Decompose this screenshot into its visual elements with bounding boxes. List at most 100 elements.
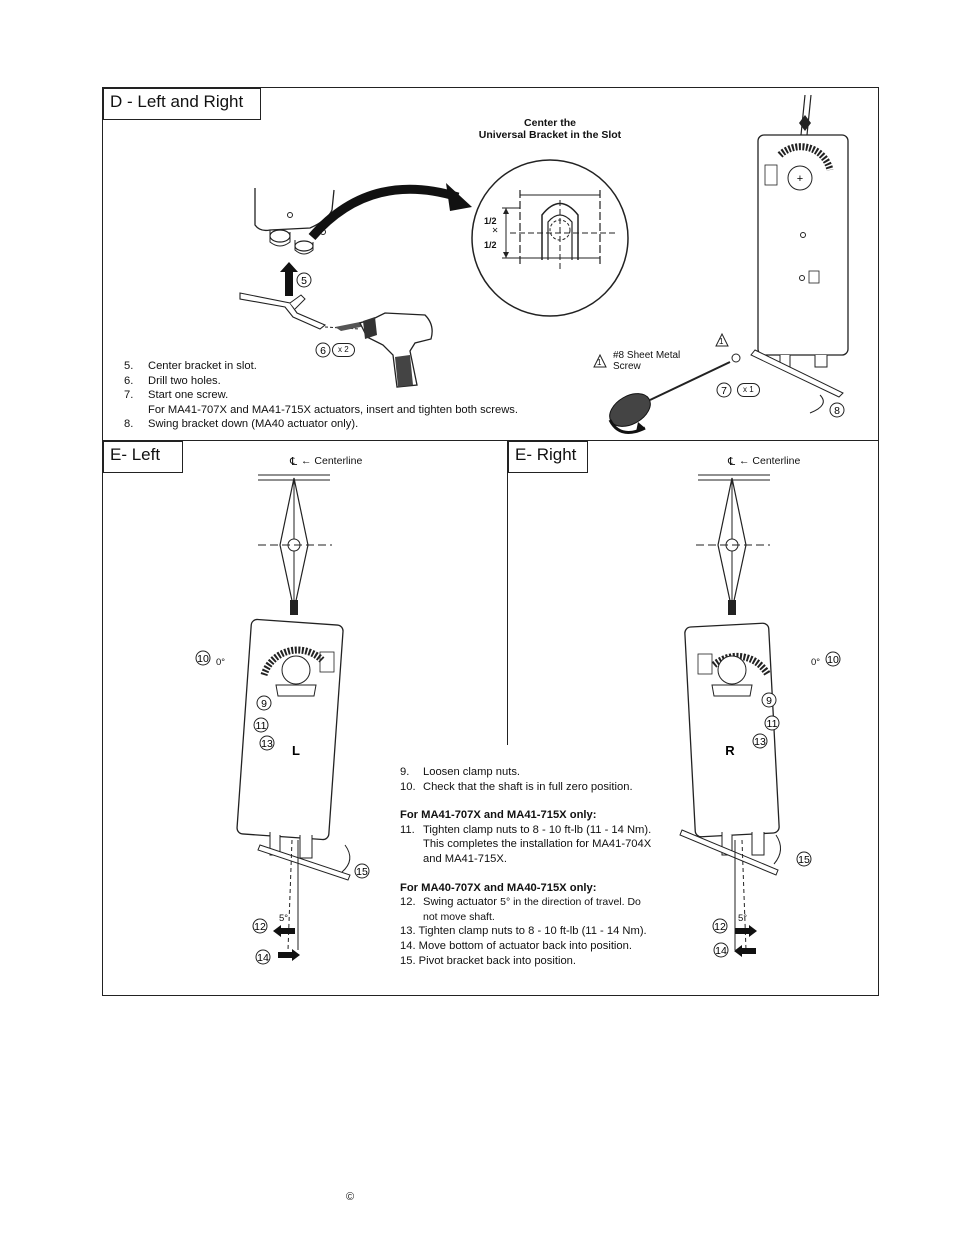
callout-8: 8 xyxy=(829,402,845,418)
screwdriver-illustration xyxy=(608,353,741,434)
callout-5: 5 xyxy=(296,272,312,288)
five-degree-right: 5° xyxy=(738,913,748,924)
triangle-note-icon xyxy=(593,353,607,368)
svg-text:6: 6 xyxy=(320,345,326,357)
svg-text:L: L xyxy=(292,743,300,758)
triangle-callout-number: 1 xyxy=(719,337,724,346)
step-d-8: 8.Swing bracket down (MA40 actuator only… xyxy=(124,418,359,431)
section-e-right-title: E- Right xyxy=(508,441,588,473)
half-top-label: 1/2 xyxy=(484,216,497,226)
step-e-14: 14. Move bottom of actuator back into po… xyxy=(400,939,632,952)
svg-text:9: 9 xyxy=(261,698,267,710)
screw-note-line-2: Screw xyxy=(613,361,641,372)
callout-left-15: 15 xyxy=(354,863,370,879)
half-bottom-label: 1/2 xyxy=(484,240,497,250)
svg-text:11: 11 xyxy=(767,718,778,730)
step-e-10: 10.Check that the shaft is in full zero … xyxy=(400,780,633,793)
svg-text:8: 8 xyxy=(834,405,840,417)
installation-frame xyxy=(102,87,879,996)
arrow-right-12 xyxy=(735,925,757,937)
cl-symbol-right: ℄ xyxy=(728,456,736,468)
centerline-label-right: ← Centerline xyxy=(739,455,801,467)
step-e-11-line2: This completes the installation for MA41… xyxy=(423,838,652,851)
curved-arrow-to-detail xyxy=(308,183,472,240)
step-d-6: 6.Drill two holes. xyxy=(124,374,221,387)
actuator-right-e: R xyxy=(679,474,781,951)
steps-e: 9.Loosen clamp nuts. 10.Check that the s… xyxy=(400,765,651,968)
callout-left-10: 10 xyxy=(195,650,211,666)
screw-note-line-1: #8 Sheet Metal xyxy=(613,350,681,361)
steps-d: 5.Center bracket in slot. 6.Drill two ho… xyxy=(124,359,518,432)
svg-text:9: 9 xyxy=(766,695,772,707)
step-e-12-line2: not move shaft. xyxy=(423,910,495,923)
callout-right-11: 11 xyxy=(764,715,780,731)
up-arrow xyxy=(280,262,298,296)
svg-text:12: 12 xyxy=(254,921,266,933)
times-two-badge: x 2 xyxy=(332,343,355,357)
svg-text:✕: ✕ xyxy=(491,227,500,234)
svg-text:14: 14 xyxy=(257,952,269,964)
section-divider-horizontal xyxy=(102,440,879,441)
svg-text:11: 11 xyxy=(256,720,267,732)
cl-symbol-left: ℄ xyxy=(290,456,298,468)
svg-text:7: 7 xyxy=(721,385,727,397)
actuator-right-d: + xyxy=(750,94,849,414)
svg-text:15: 15 xyxy=(356,866,368,878)
zero-degree-left: 0° xyxy=(216,657,226,668)
screw-note-number: 1 xyxy=(597,358,602,367)
copyright-symbol: © xyxy=(346,1191,355,1203)
svg-text:10: 10 xyxy=(197,653,209,665)
step-d-7-note: For MA41-707X and MA41-715X actuators, i… xyxy=(148,403,519,416)
svg-text:+: + xyxy=(797,173,803,185)
section-d-title: D - Left and Right xyxy=(103,88,261,120)
times-one-badge: x 1 xyxy=(737,383,760,397)
svg-text:13: 13 xyxy=(261,738,273,750)
step-e-9: 9.Loosen clamp nuts. xyxy=(400,766,521,778)
arrow-right-14 xyxy=(278,949,300,961)
bracket-slot-detail: ✕ xyxy=(471,159,629,317)
step-d-5: 5.Center bracket in slot. xyxy=(124,360,257,372)
step-e-12: 12.Swing actuator 5° in the direction of… xyxy=(400,896,641,909)
bracket-caption: Center the Universal Bracket in the Slot xyxy=(440,117,660,141)
centerline-label-left: ← Centerline xyxy=(301,455,363,467)
bracket-and-drill-illustration xyxy=(239,292,433,388)
caption-line-1: Center the xyxy=(524,117,576,129)
svg-text:10: 10 xyxy=(827,654,839,666)
svg-text:5: 5 xyxy=(301,275,307,287)
callout-6: 6 xyxy=(315,342,331,358)
callout-right-10: 10 xyxy=(825,651,841,667)
arrow-left-14 xyxy=(734,945,756,957)
callout-right-13: 13 xyxy=(752,733,768,749)
section-e-left-title: E- Left xyxy=(103,441,183,473)
centerline-text-right: Centerline xyxy=(752,455,801,467)
screw-note: #8 Sheet Metal Screw xyxy=(613,350,680,372)
callout-right-12: 12 xyxy=(712,918,728,934)
callout-7: 7 xyxy=(716,382,732,398)
step-d-7: 7.Start one screw. xyxy=(124,389,229,402)
callout-left-9: 9 xyxy=(256,695,272,711)
zero-degree-right: 0° xyxy=(811,657,821,668)
step-e-15: 15. Pivot bracket back into position. xyxy=(400,954,576,967)
actuator-left-e: L xyxy=(236,474,351,951)
svg-text:15: 15 xyxy=(798,854,810,866)
callout-left-14: 14 xyxy=(255,949,271,965)
callout-left-11: 11 xyxy=(253,717,269,733)
step-e-11: 11.Tighten clamp nuts to 8 - 10 ft-lb (1… xyxy=(400,823,652,836)
five-degree-left: 5° xyxy=(279,913,289,924)
triangle-callout-icon xyxy=(715,332,729,347)
step-e-11-line3: and MA41-715X. xyxy=(423,852,507,865)
callout-right-14: 14 xyxy=(713,942,729,958)
heading-ma40: For MA40-707X and MA40-715X only: xyxy=(400,881,597,894)
heading-ma41: For MA41-707X and MA41-715X only: xyxy=(400,809,597,822)
callout-left-12: 12 xyxy=(252,918,268,934)
svg-text:12: 12 xyxy=(714,921,726,933)
centerline-text-left: Centerline xyxy=(314,455,363,467)
arrow-left-12 xyxy=(273,925,295,937)
callout-right-15: 15 xyxy=(796,851,812,867)
svg-text:R: R xyxy=(725,743,735,758)
step-e-13: 13. Tighten clamp nuts to 8 - 10 ft-lb (… xyxy=(400,925,647,938)
actuator-base-illustration xyxy=(254,188,335,255)
svg-text:13: 13 xyxy=(754,736,766,748)
caption-line-2: Universal Bracket in the Slot xyxy=(478,129,622,141)
section-divider-vertical xyxy=(507,440,508,745)
